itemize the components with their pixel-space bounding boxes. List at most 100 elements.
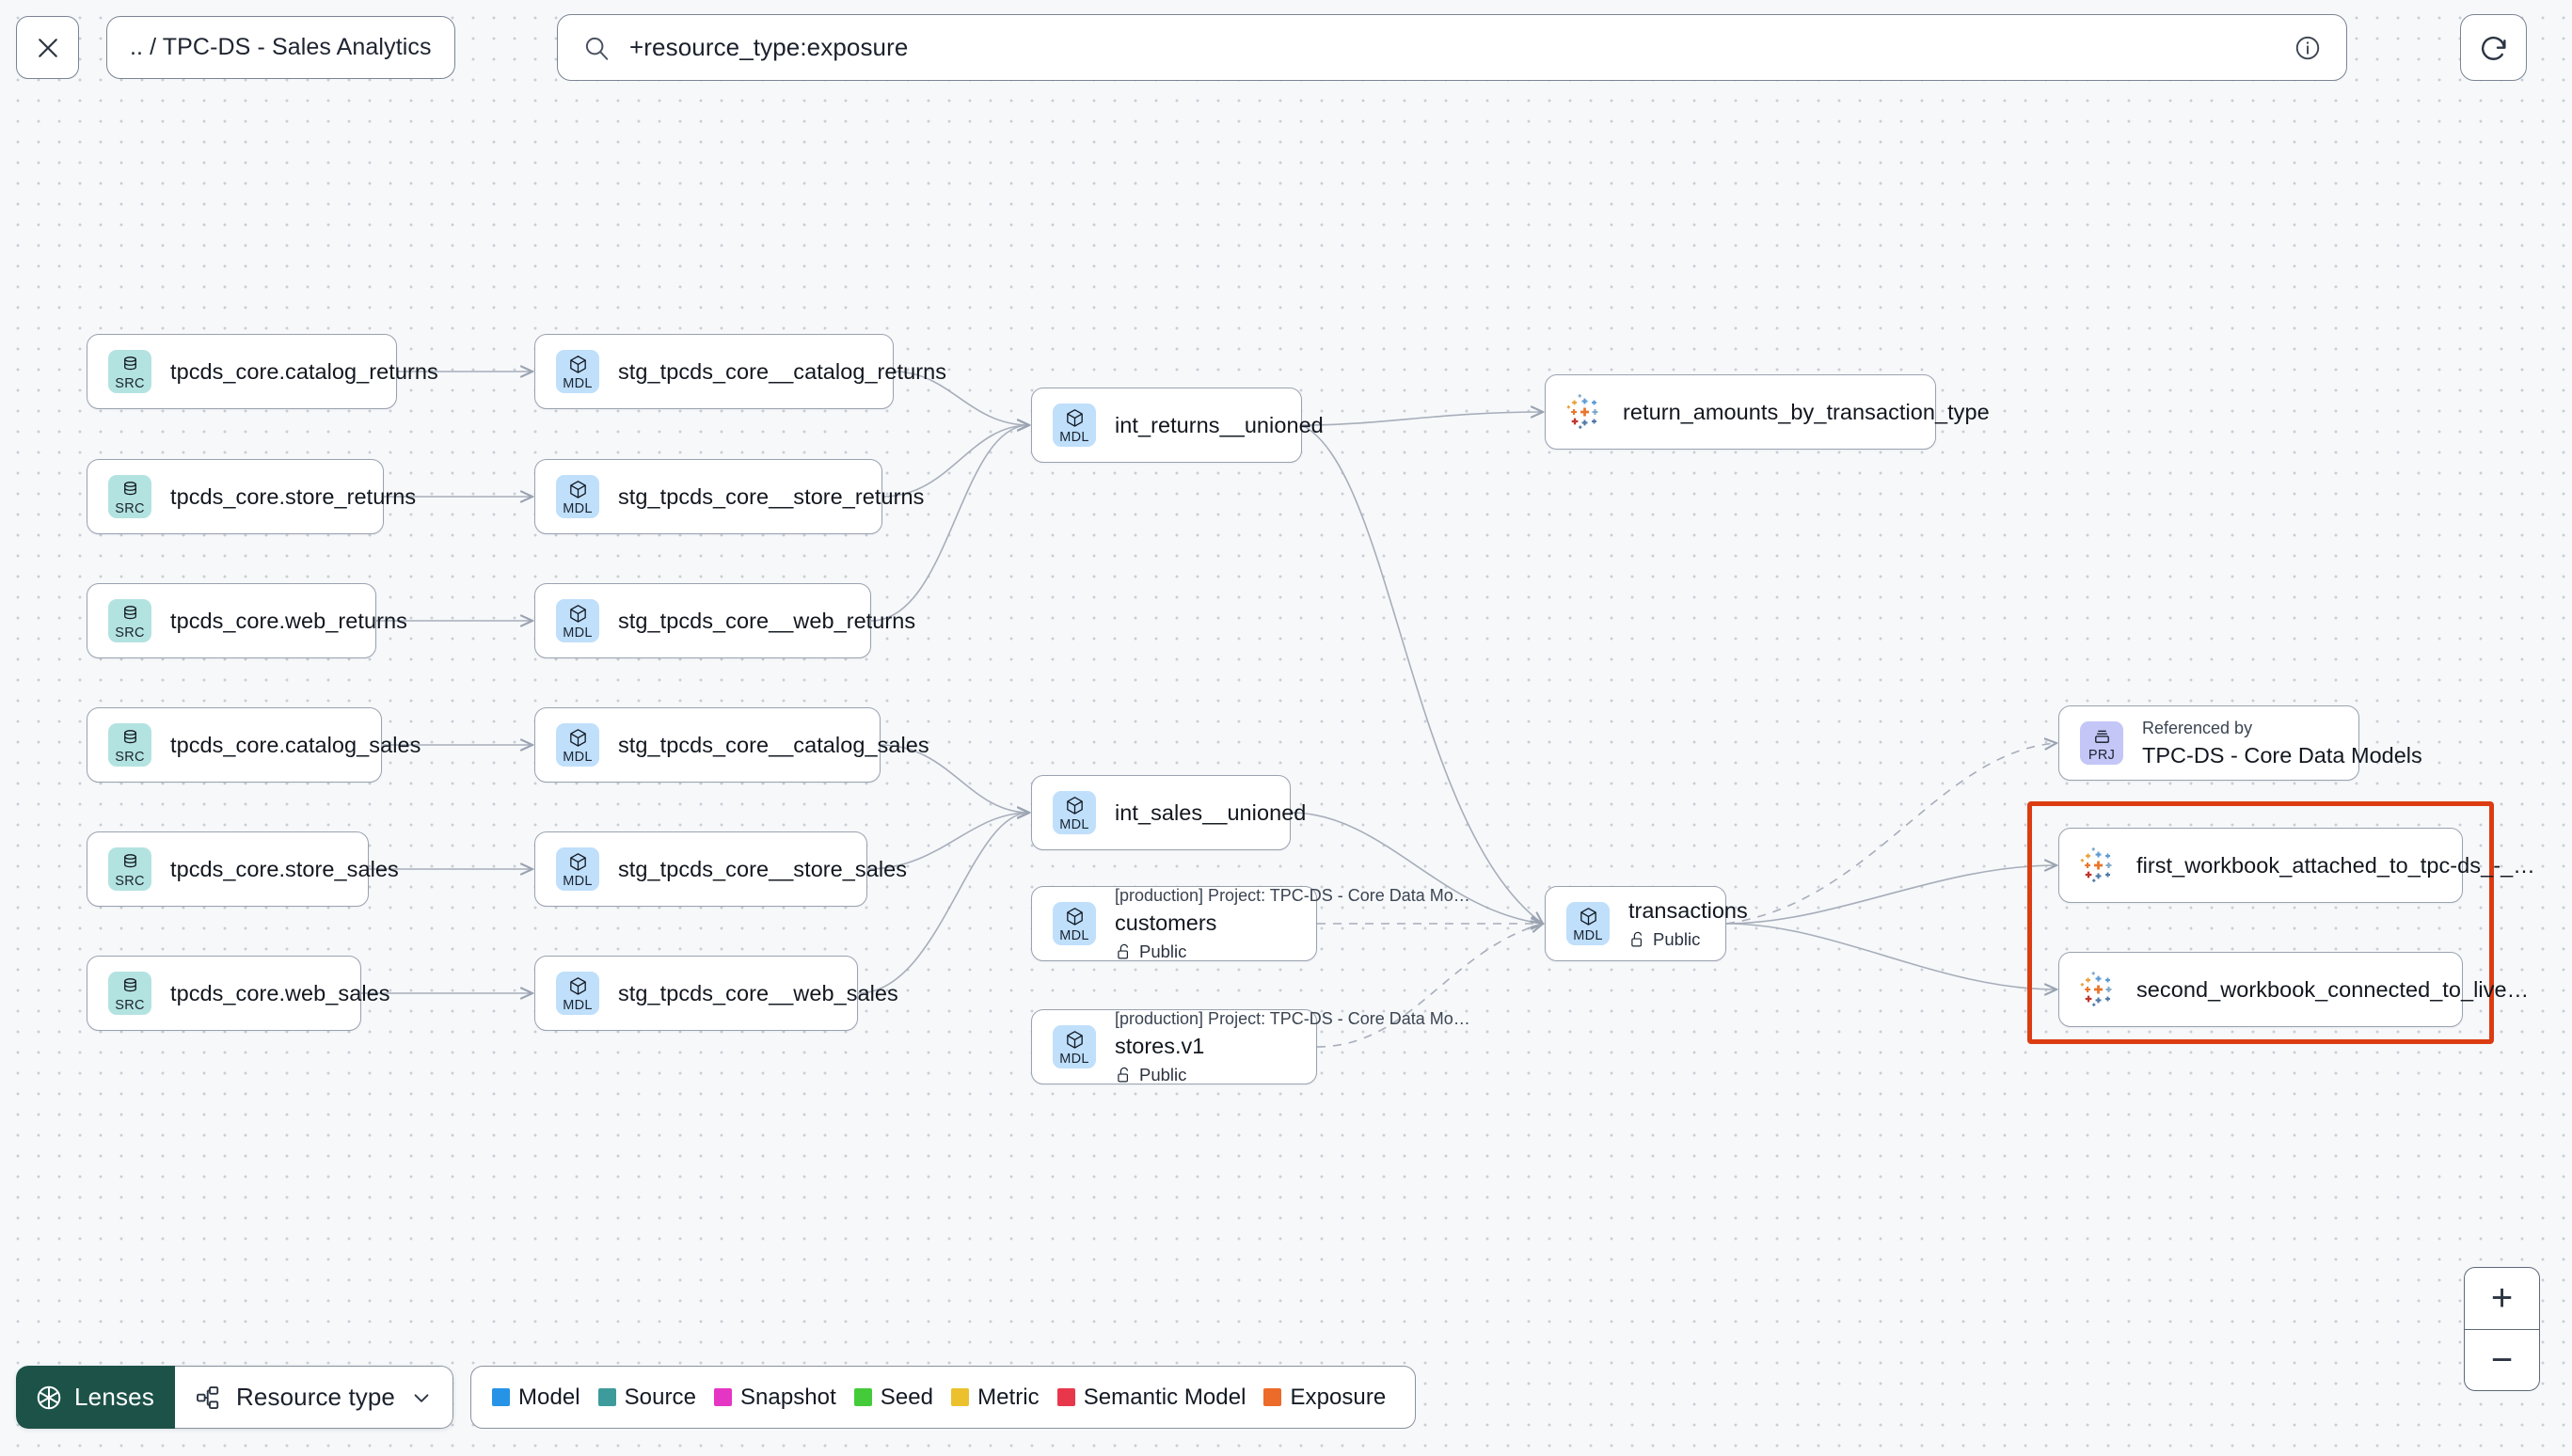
node-label: tpcds_core.catalog_returns xyxy=(170,358,438,384)
node-label: return_amounts_by_transaction_type xyxy=(1623,399,1990,424)
node-body: [production] Project: TPC-DS - Core Data… xyxy=(1115,1009,1470,1085)
legend-label: Seed xyxy=(880,1384,934,1410)
node-type-badge-mdl: MDL xyxy=(1053,791,1096,834)
node-type-badge-src: SRC xyxy=(108,847,151,891)
node-type-badge-label: MDL xyxy=(563,375,593,391)
lenses-button[interactable]: Lenses xyxy=(16,1366,176,1429)
node-type-badge-label: MDL xyxy=(563,997,593,1013)
node-type-badge-label: MDL xyxy=(1059,927,1089,943)
node-type-badge-label: MDL xyxy=(1059,429,1089,445)
node-body: [production] Project: TPC-DS - Core Data… xyxy=(1115,886,1470,962)
node-access-label: Public xyxy=(1139,941,1187,961)
legend-color-swatch xyxy=(1056,1388,1075,1406)
tableau-exposure-icon xyxy=(1566,393,1604,431)
info-circle-icon[interactable] xyxy=(2294,34,2322,62)
legend-item-seed[interactable]: Seed xyxy=(853,1384,934,1411)
zoom-out-button[interactable]: − xyxy=(2490,1338,2514,1381)
database-icon xyxy=(119,975,141,997)
graph-node-src_catalog_returns[interactable]: SRC tpcds_core.catalog_returns xyxy=(87,334,438,409)
legend-item-exposure[interactable]: Exposure xyxy=(1263,1385,1386,1411)
graph-node-return_amounts[interactable]: return_amounts_by_transaction_type xyxy=(1545,374,1990,450)
breadcrumb[interactable]: .. / TPC-DS - Sales Analytics xyxy=(106,16,455,79)
cube-icon xyxy=(1064,407,1086,429)
chevron-down-icon xyxy=(409,1385,434,1410)
node-relation-label: Referenced by xyxy=(2142,718,2253,737)
graph-node-stores_v1[interactable]: MDL [production] Project: TPC-DS - Core D… xyxy=(1031,1009,1470,1084)
search-input[interactable]: +resource_type:exposure xyxy=(557,14,2347,81)
search-query-text: +resource_type:exposure xyxy=(629,33,909,61)
stack-icon xyxy=(2091,725,2113,747)
node-type-badge-label: SRC xyxy=(115,375,145,391)
lenses-control-group: Lenses Resource type xyxy=(16,1366,453,1429)
graph-node-int_returns_unioned[interactable]: MDL int_returns__unioned xyxy=(1031,388,1324,463)
node-access-badge: Public xyxy=(1628,929,1748,950)
node-type-badge-mdl: MDL xyxy=(556,723,599,767)
zoom-in-button[interactable]: + xyxy=(2465,1268,2539,1330)
cube-icon xyxy=(1064,906,1086,927)
unlock-icon xyxy=(1628,930,1646,948)
cube-icon xyxy=(1578,906,1599,927)
refresh-icon xyxy=(2478,32,2510,64)
legend-item-semantic-model[interactable]: Semantic Model xyxy=(1056,1384,1246,1411)
node-project-path: [production] Project: TPC-DS - Core Data… xyxy=(1115,885,1470,905)
unlock-icon xyxy=(1115,1066,1133,1084)
graph-node-customers[interactable]: MDL [production] Project: TPC-DS - Core D… xyxy=(1031,886,1470,961)
cube-icon xyxy=(567,975,589,997)
node-label: stg_tpcds_core__catalog_sales xyxy=(618,732,929,757)
node-type-badge-label: MDL xyxy=(563,500,593,516)
node-type-badge-src: SRC xyxy=(108,350,151,393)
node-type-badge-mdl: MDL xyxy=(556,972,599,1015)
database-icon xyxy=(119,603,141,625)
node-label: int_returns__unioned xyxy=(1115,412,1324,437)
node-type-badge-mdl: MDL xyxy=(556,599,599,642)
node-access-badge: Public xyxy=(1115,942,1470,962)
legend-item-model[interactable]: Model xyxy=(492,1385,580,1411)
resource-type-dropdown[interactable]: Resource type xyxy=(175,1366,453,1429)
node-type-badge-label: MDL xyxy=(563,873,593,889)
cube-icon xyxy=(567,603,589,625)
legend-item-metric[interactable]: Metric xyxy=(951,1385,1040,1411)
legend-label: Semantic Model xyxy=(1083,1384,1246,1410)
node-access-label: Public xyxy=(1653,928,1701,949)
node-type-badge-label: SRC xyxy=(115,997,145,1013)
refresh-button[interactable] xyxy=(2460,14,2527,81)
node-type-badge-label: SRC xyxy=(115,873,145,889)
cube-icon xyxy=(1064,795,1086,816)
legend-color-swatch xyxy=(951,1388,970,1406)
graph-node-first_workbook[interactable]: first_workbook_attached_to_tpc-ds_-_… xyxy=(2058,828,2535,903)
node-access-badge: Public xyxy=(1115,1065,1470,1085)
node-type-badge-label: MDL xyxy=(563,625,593,641)
aperture-icon xyxy=(35,1384,63,1412)
graph-node-stg_catalog_sales[interactable]: MDL stg_tpcds_core__catalog_sales xyxy=(534,707,929,783)
node-type-badge-label: PRJ xyxy=(2088,747,2116,763)
close-button[interactable] xyxy=(16,16,79,79)
node-type-badge-mdl: MDL xyxy=(1566,902,1610,945)
unlock-icon xyxy=(1115,942,1133,960)
cube-icon xyxy=(1064,1029,1086,1051)
legend-item-snapshot[interactable]: Snapshot xyxy=(713,1385,836,1411)
cube-icon xyxy=(567,851,589,873)
graph-node-stg_web_sales[interactable]: MDL stg_tpcds_core__web_sales xyxy=(534,956,898,1031)
graph-node-second_workbook[interactable]: second_workbook_connected_to_live… xyxy=(2058,952,2529,1027)
tableau-exposure-icon xyxy=(2080,971,2118,1008)
node-type-badge-src: SRC xyxy=(108,723,151,767)
node-type-badge-label: MDL xyxy=(563,749,593,765)
node-label: stg_tpcds_core__web_sales xyxy=(618,980,898,1005)
node-label: first_workbook_attached_to_tpc-ds_-_… xyxy=(2136,852,2535,878)
legend-item-source[interactable]: Source xyxy=(597,1385,696,1411)
node-type-badge-label: MDL xyxy=(1059,1051,1089,1067)
